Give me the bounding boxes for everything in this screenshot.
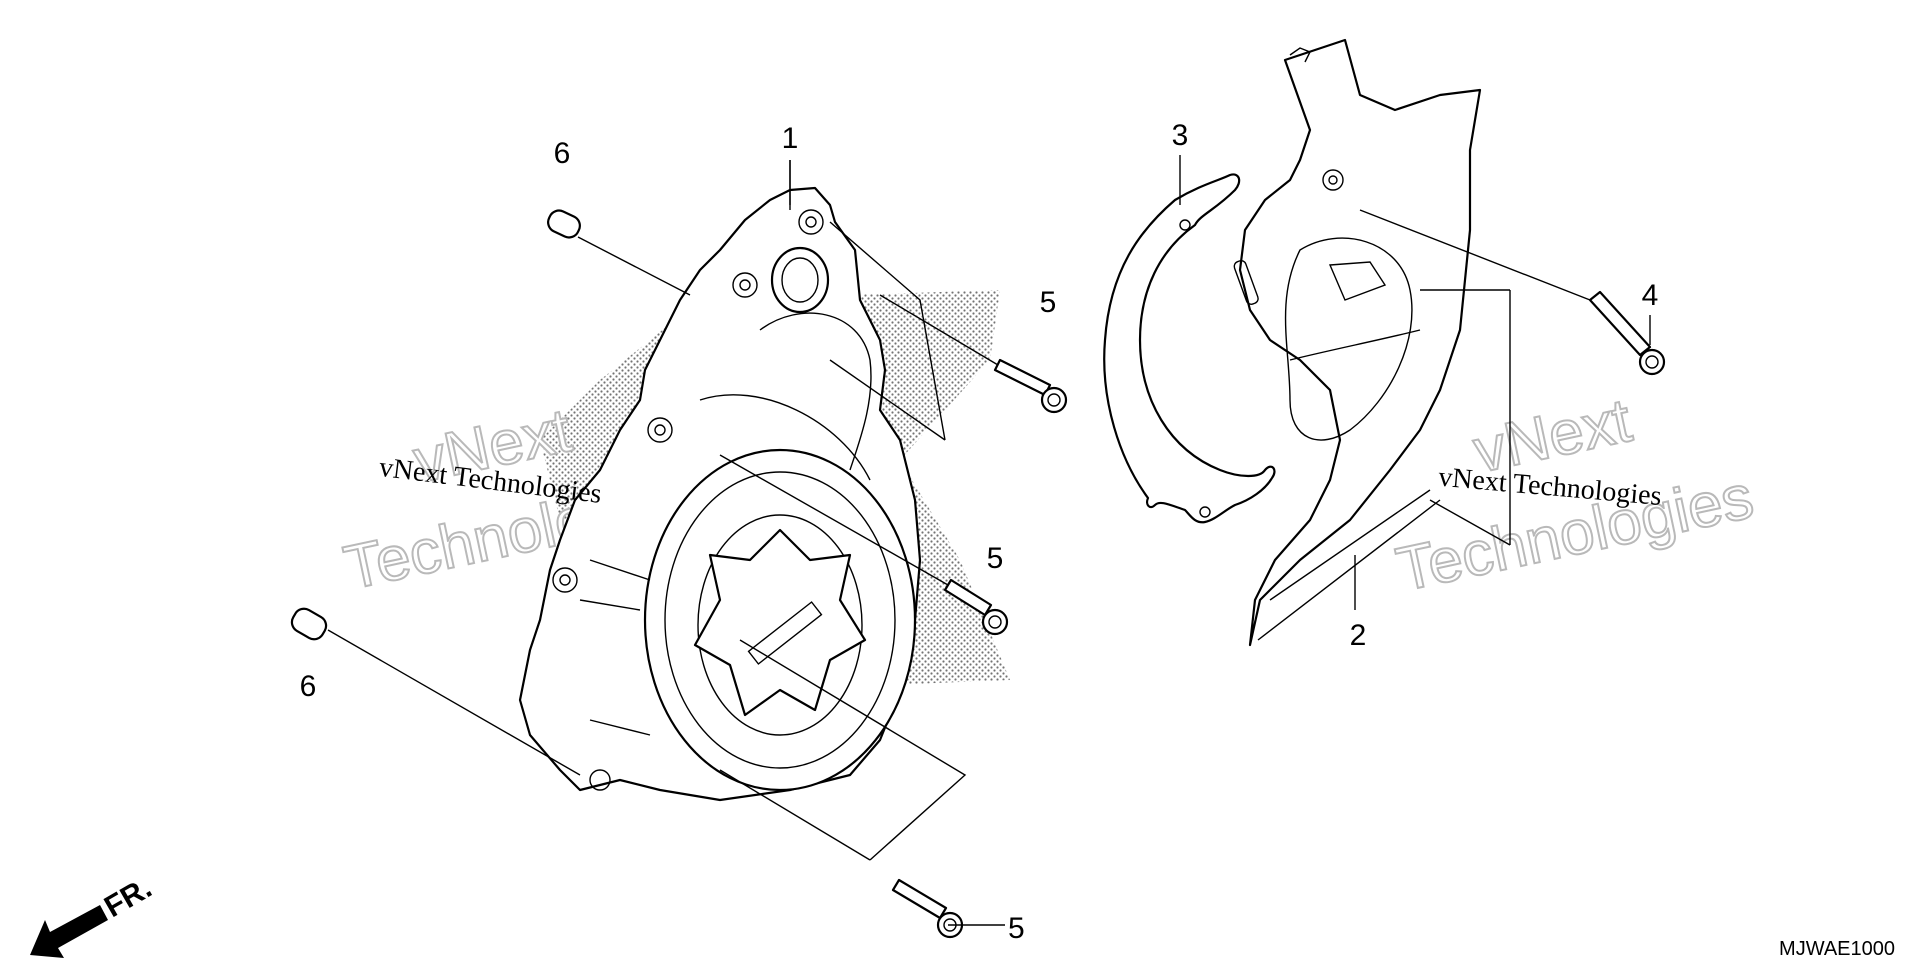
callout-4: 4 — [1642, 279, 1659, 312]
sprocket-guard-part-2 — [1233, 38, 1482, 647]
gasket-part-3 — [1103, 173, 1276, 524]
callout-5c: 5 — [1008, 912, 1025, 945]
callout-6a: 6 — [554, 137, 571, 170]
callout-6b: 6 — [300, 670, 317, 703]
front-arrow-icon — [30, 905, 108, 958]
callout-1: 1 — [782, 122, 799, 155]
diagram-code: MJWAE1000 — [1779, 938, 1895, 960]
callout-5a: 5 — [1040, 286, 1057, 319]
callout-2: 2 — [1350, 619, 1367, 652]
dowel-pin-6a — [547, 209, 581, 239]
dowel-pin-6b — [290, 607, 328, 641]
front-direction-marker: FR. — [30, 871, 157, 958]
front-label: FR. — [99, 871, 157, 924]
bolt-5c — [891, 878, 964, 939]
leader-lines — [327, 155, 1651, 926]
bolt-4 — [1588, 290, 1666, 376]
bolt-5b — [943, 578, 1009, 636]
callout-labels: 1 2 3 4 5 5 5 6 6 — [300, 119, 1659, 945]
callout-3: 3 — [1172, 119, 1189, 152]
callout-5b: 5 — [987, 542, 1004, 575]
bolt-5a — [993, 358, 1068, 414]
